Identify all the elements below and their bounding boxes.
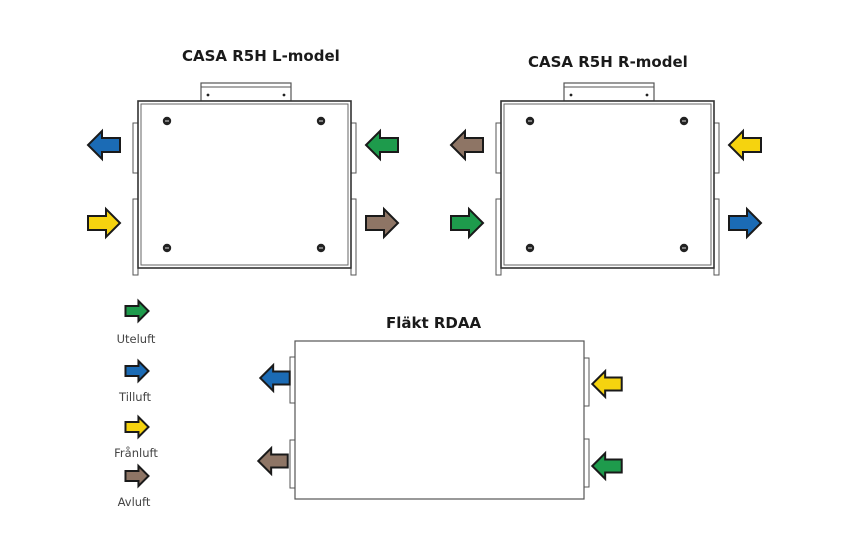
tilluft-arrow-icon: [86, 128, 121, 162]
duct-right-top: [583, 357, 590, 407]
rdaa-unit: [289, 340, 590, 500]
tilluft-arrow-icon: [728, 206, 763, 240]
legend-avluft-arrow-icon: [124, 463, 150, 489]
franluft-arrow-icon: [590, 368, 623, 400]
franluft-arrow-icon: [87, 206, 122, 240]
bracket-hole: [569, 93, 573, 97]
bracket-hole: [645, 93, 649, 97]
legend-tilluft-arrow-icon: [124, 358, 150, 384]
mounting-bracket: [563, 82, 655, 102]
duct-left-top: [289, 356, 296, 404]
bracket-hole: [206, 93, 210, 97]
duct-left-bottom: [289, 439, 296, 489]
uteluft-arrow-icon: [450, 206, 485, 240]
bracket-hole: [282, 93, 286, 97]
avluft-arrow-icon: [365, 206, 400, 240]
legend-label-uteluft: Uteluft: [116, 332, 156, 346]
unit-body: [137, 100, 352, 269]
unit-inner-frame: [140, 103, 349, 266]
mounting-bracket: [200, 82, 292, 102]
l-model-unit: [132, 82, 357, 276]
l-model-title: CASA R5H L-model: [182, 47, 340, 65]
rdaa-title: Fläkt RDAA: [386, 314, 482, 332]
legend-franluft-arrow-icon: [124, 414, 150, 440]
franluft-arrow-icon: [727, 128, 762, 162]
r-model-unit: [495, 82, 720, 276]
uteluft-arrow-icon: [590, 450, 623, 482]
unit-body: [500, 100, 715, 269]
avluft-arrow-icon: [256, 445, 289, 477]
uteluft-arrow-icon: [364, 128, 399, 162]
avluft-arrow-icon: [449, 128, 484, 162]
unit-inner-frame: [503, 103, 712, 266]
legend-label-tilluft: Tilluft: [119, 390, 151, 404]
r-model-title: CASA R5H R-model: [528, 53, 688, 71]
tilluft-arrow-icon: [258, 362, 291, 394]
legend-label-avluft: Avluft: [117, 495, 151, 509]
legend-uteluft-arrow-icon: [124, 298, 150, 324]
unit-body: [294, 340, 585, 500]
duct-right-bottom: [583, 438, 590, 488]
legend-label-franluft: Frånluft: [114, 446, 158, 460]
